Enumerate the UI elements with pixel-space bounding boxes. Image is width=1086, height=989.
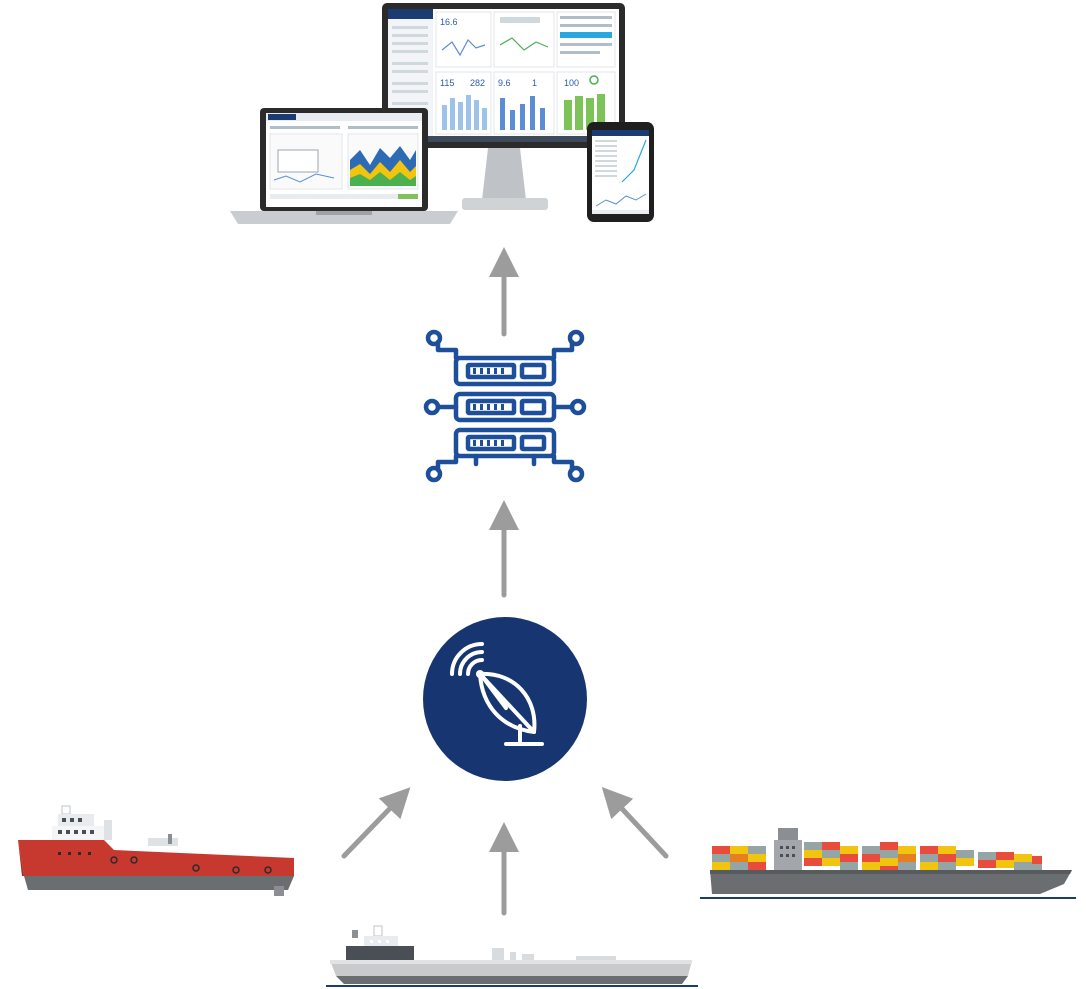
arrow-supply-vessel-to-satellite: [341, 787, 411, 859]
monitor-value-6: 100: [564, 78, 579, 88]
monitor-value-4: 9.6: [498, 78, 511, 88]
monitor-value-2: 115: [440, 78, 454, 88]
satellite-dish-icon: [422, 616, 588, 782]
monitor-value-5: 1: [532, 78, 537, 88]
offshore-supply-vessel-icon: [18, 800, 296, 900]
container-ship-icon: [700, 824, 1080, 904]
laptop: [230, 108, 458, 224]
monitor-value-1: 16.6: [440, 17, 458, 27]
monitor: 16.6 115 282 9.6 1 100: [382, 3, 625, 210]
monitor-value-3: 282: [470, 78, 485, 88]
devices-dashboard-icon: 16.6 115 282 9.6 1 100: [230, 0, 660, 235]
arrow-container-ship-to-satellite: [601, 787, 669, 859]
server-network-icon: [420, 324, 590, 488]
container-stack: [712, 842, 1042, 870]
tanker-icon: [326, 924, 698, 988]
phone: [587, 122, 654, 222]
